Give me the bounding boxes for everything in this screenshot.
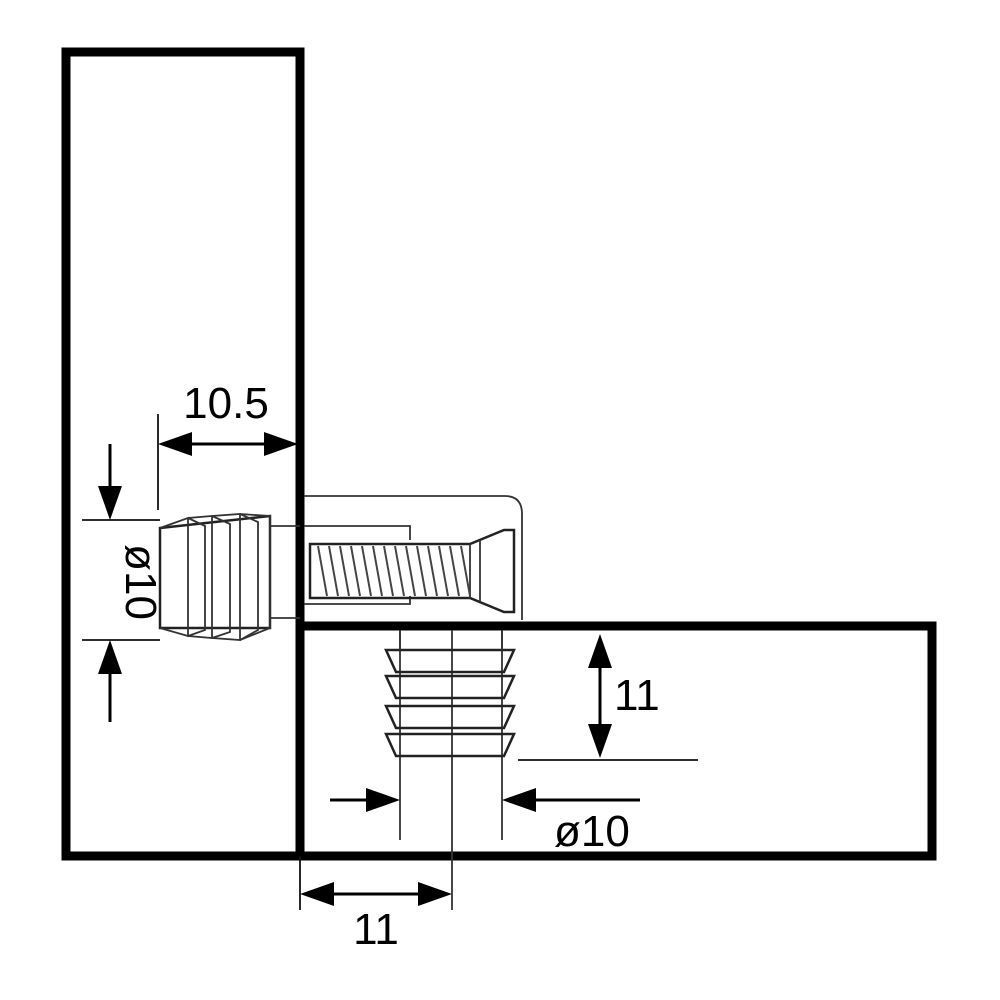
horizontal-board-insert (384, 630, 516, 910)
screw-thread-line (383, 545, 394, 597)
screw-thread-line (438, 545, 449, 597)
screw-thread-line (449, 545, 460, 597)
dimension-label-diameter-bottom: ø10 (554, 807, 630, 856)
vertical-board-insert (158, 513, 300, 641)
dimension-label-10-5: 10.5 (183, 379, 269, 428)
dimension-diameter-left: ø10 (82, 444, 165, 722)
screw-thread-line (372, 545, 383, 597)
screw-thread-line (416, 545, 427, 597)
vertical-board (61, 47, 305, 861)
screw-thread-line (394, 545, 405, 597)
screw-thread-line (427, 545, 438, 597)
dimension-11-vertical: 11 (518, 634, 698, 761)
screw-thread-line (328, 545, 339, 597)
dimension-10-5: 10.5 (157, 379, 298, 510)
screw-thread-line (350, 545, 361, 597)
screw-thread-line (361, 545, 372, 597)
screw-thread-line (317, 545, 328, 597)
dimension-diameter-bottom: ø10 (330, 788, 640, 856)
dimension-label-11-vertical: 11 (614, 671, 660, 720)
horizontal-board (295, 621, 937, 861)
dimension-label-diameter-left: ø10 (116, 544, 165, 620)
dimension-label-11-horizontal: 11 (353, 905, 399, 954)
connector-screw (304, 495, 523, 620)
screw-thread-line (339, 545, 350, 597)
screw-thread-line (405, 545, 416, 597)
screw-thread-line (460, 545, 471, 597)
dimension-11-horizontal: 11 (299, 856, 452, 954)
